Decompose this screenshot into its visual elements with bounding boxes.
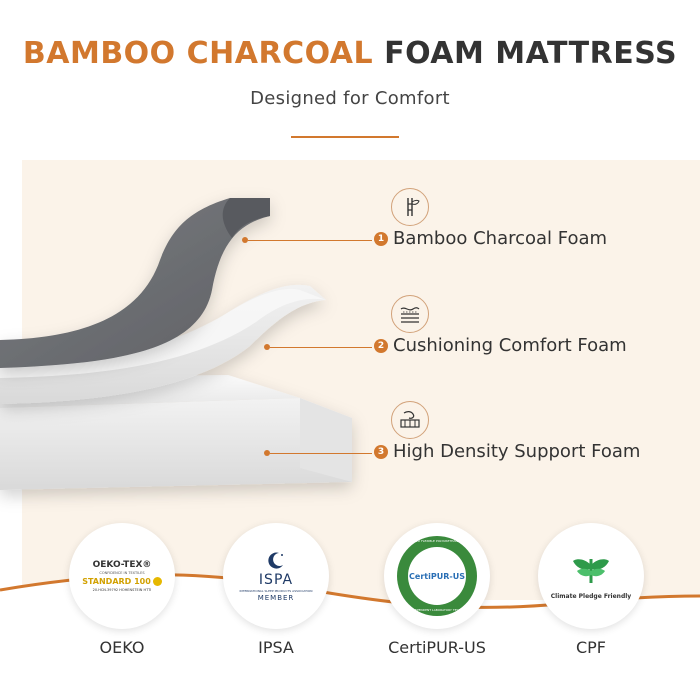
layer-2-text: Cushioning Comfort Foam (393, 335, 627, 356)
layer-1-marker (242, 237, 248, 243)
ispa-line-3: MEMBER (257, 594, 295, 602)
climate-pledge-icon (573, 558, 609, 583)
oeko-line-1: OEKO-TEX® (92, 560, 152, 570)
ispa-line-2: INTERNATIONAL SLEEP PRODUCTS ASSOCIATION (239, 589, 313, 593)
certipur-line-2: CERTIFIED FLEXIBLE POLYURETHANE FOAM (404, 539, 470, 543)
title-rest: FOAM MATTRESS (384, 36, 678, 71)
oeko-line-2: CONFIDENCE IN TEXTILES (99, 571, 145, 575)
title-divider (291, 136, 399, 138)
oeko-tex-badge: OEKO-TEX® CONFIDENCE IN TEXTILES STANDAR… (69, 523, 175, 629)
layer-2-marker (264, 344, 270, 350)
oeko-sun-icon (152, 577, 162, 586)
ipsa-caption: IPSA (258, 638, 294, 657)
ispa-badge: ISPA INTERNATIONAL SLEEP PRODUCTS ASSOCI… (223, 523, 329, 629)
layer-1-leader (248, 240, 372, 241)
layer-3-number: 3 (374, 444, 388, 459)
cushion-layers-icon (391, 295, 429, 333)
layer-1-number: 1 (374, 231, 388, 246)
support-foam-icon (391, 401, 429, 439)
layer-3-text: High Density Support Foam (393, 441, 641, 462)
moon-icon (268, 552, 283, 569)
oeko-line-3: STANDARD 100 (82, 577, 151, 586)
title-accent: BAMBOO CHARCOAL (22, 36, 374, 71)
page-title: BAMBOO CHARCOAL FOAM MATTRESS (0, 36, 700, 71)
layer-3-leader (270, 453, 372, 454)
layer-3-label: 3 High Density Support Foam (374, 441, 640, 462)
ispa-line-1: ISPA (258, 572, 294, 588)
layer-1-label: 1 Bamboo Charcoal Foam (374, 228, 607, 249)
certipur-caption: CertiPUR-US (388, 638, 486, 657)
subtitle: Designed for Comfort (250, 88, 450, 109)
layer-2-leader (270, 347, 372, 348)
climate-pledge-badge: Climate Pledge Friendly (538, 523, 644, 629)
layer-1-text: Bamboo Charcoal Foam (393, 228, 608, 249)
cpf-line-1: Climate Pledge Friendly (550, 592, 632, 600)
certipur-badge: CertiPUR-US CERTIFIED FLEXIBLE POLYURETH… (384, 523, 490, 629)
mattress-illustration (0, 198, 352, 490)
layer-2-number: 2 (374, 338, 388, 353)
bamboo-icon (391, 188, 429, 226)
comfort-foam-layer (0, 284, 326, 404)
cpf-caption: CPF (575, 638, 607, 657)
certipur-line-1: CertiPUR-US (409, 571, 465, 581)
oeko-line-4: 20.HCN.39792 HOHENSTEIN HTTI (92, 588, 152, 592)
certipur-line-3: INDEPENDENT LABORATORY TESTED (409, 608, 465, 612)
layer-3-marker (264, 450, 270, 456)
oeko-caption: OEKO (99, 638, 145, 657)
layer-2-label: 2 Cushioning Comfort Foam (374, 335, 627, 356)
charcoal-foam-layer (0, 198, 270, 368)
header: BAMBOO CHARCOAL FOAM MATTRESS Designed f… (0, 0, 700, 150)
